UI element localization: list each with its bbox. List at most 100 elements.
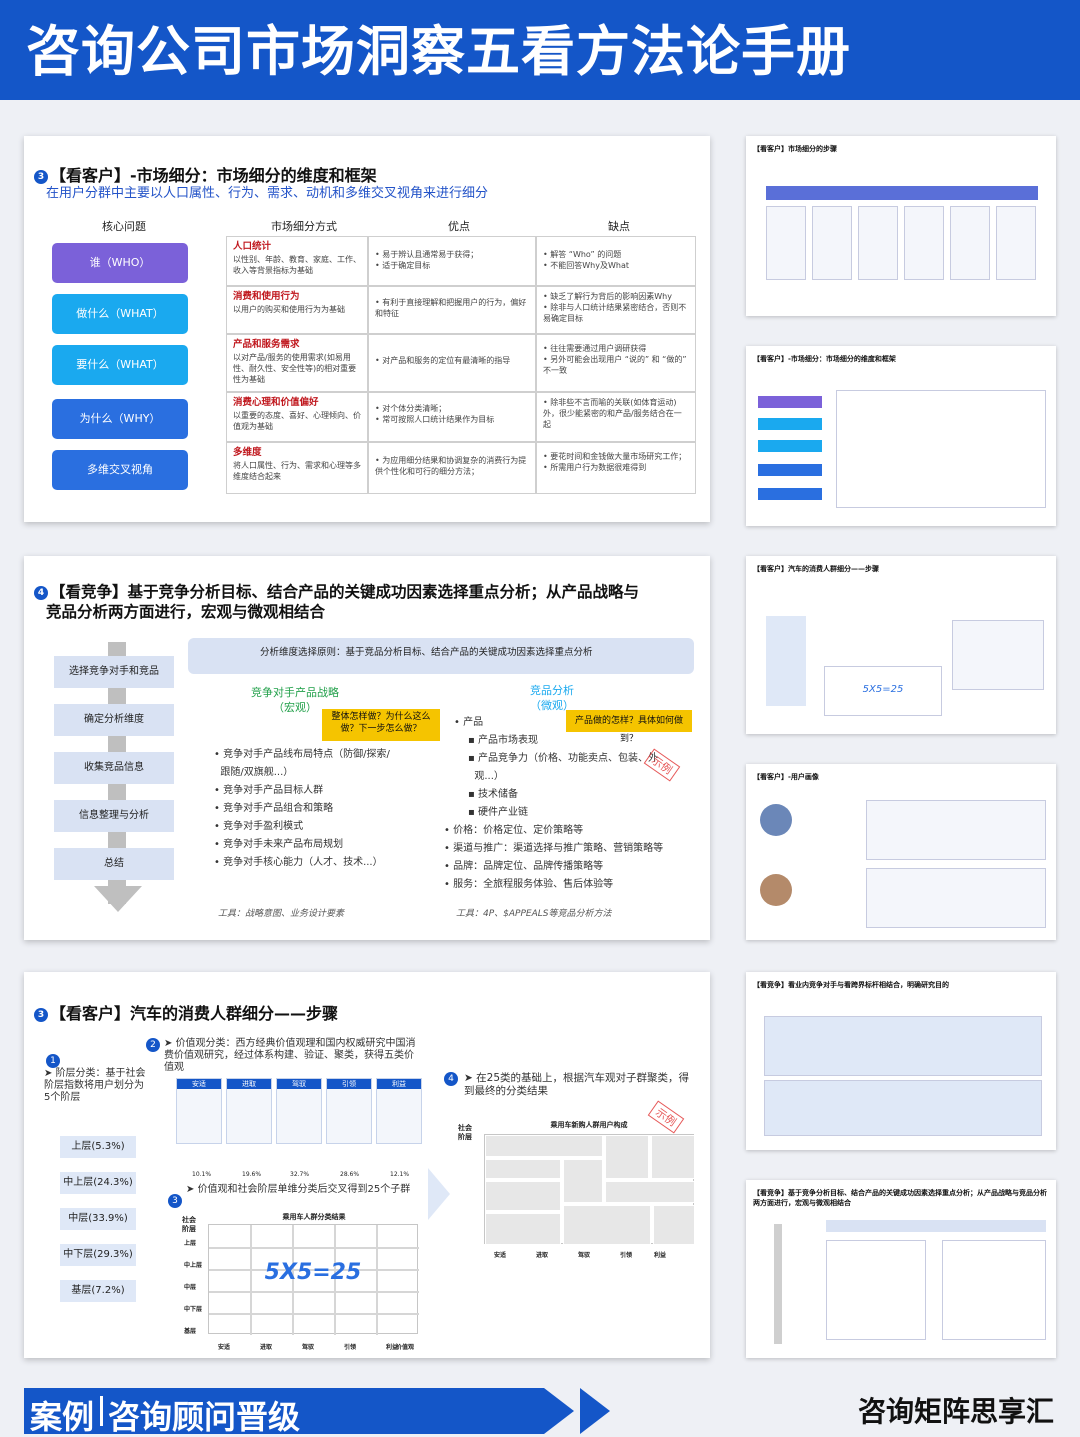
- table-cell-method: 人口统计以性别、年龄、教育、家庭、工作、收入等背景指标为基础: [226, 236, 368, 286]
- grid-label: 5X5=25: [264, 1260, 362, 1285]
- thumb-box: [904, 206, 944, 280]
- bottom-banner: 案例 咨询顾问晋级: [24, 1388, 544, 1436]
- left-sub: （宏观）: [273, 701, 317, 714]
- step2-text: ➤ 价值观分类：西方经典价值观理和国内权威研究中国消费价值观研究，经过体系构建、…: [164, 1038, 416, 1073]
- table-cell-method: 消费和使用行为以用户的购买和使用行为为基础: [226, 286, 368, 334]
- slide-car-segmentation: 3【看客户】汽车的消费人群细分——步骤 1 ➤ 阶层分类：基于社会阶层指数将用户…: [24, 972, 710, 1358]
- right-item: • 渠道与推广：渠道选择与推广策略、营销策略等: [444, 843, 664, 854]
- layer-upper: 上层(5.3%): [60, 1136, 136, 1158]
- slide-competition-analysis: 4【看竞争】基于竞争分析目标、结合产品的关键成功因素选择重点分析；从产品战略与 …: [24, 556, 710, 940]
- table-cell-method: 多维度将人口属性、行为、需求和心理等多维度结合起来: [226, 442, 368, 494]
- thumb-layers: [766, 616, 806, 706]
- layer-upper-middle: 中上层(24.3%): [60, 1172, 136, 1194]
- layer-lower-middle: 中下层(29.3%): [60, 1244, 136, 1266]
- thumb-persona-table: [866, 800, 1046, 860]
- table-cell-con: • 解答 “Who” 的问题 • 不能回答Why及What: [536, 236, 696, 286]
- slide2-badge: 4: [34, 585, 48, 600]
- thumb-competitor-benchmark: 【看竞争】看业内竞争对手与看跨界标杆相结合，明确研究目的: [746, 972, 1056, 1150]
- table-cell-pro: • 易于辨认且通常易于获得； • 适于确定目标: [368, 236, 536, 286]
- step1-text: ➤ 阶层分类：基于社会阶层指数将用户划分为5个阶层: [44, 1068, 146, 1103]
- chevron-icon: [544, 1388, 574, 1434]
- right-question-box: 产品做的怎样？具体如何做到？: [566, 710, 692, 744]
- thumb-col: [826, 1240, 926, 1340]
- right-item: • 价格：价格定位、定价策略等: [444, 825, 584, 836]
- persona-avatar: [760, 874, 792, 906]
- result-x-ticks: 安适 进取 驾驭 引领 利益: [494, 1252, 667, 1259]
- thumb-title: 【看客户】汽车的消费人群细分——步骤: [753, 565, 879, 573]
- result-cluster: [605, 1181, 695, 1203]
- thumb-title: 【看客户】-市场细分：市场细分的维度和框架: [753, 355, 896, 363]
- thumb-user-persona: 【看客户】-用户画像: [746, 764, 1056, 940]
- value-col-title: 利益: [377, 1079, 421, 1089]
- right-item: 观...）: [474, 771, 504, 782]
- right-item: • 服务：全旅程服务体验、售后体验等: [444, 879, 614, 890]
- y-ticks: 上层 中上层 中层 中下层 基层: [184, 1240, 203, 1335]
- example-stamp: 示例: [643, 748, 681, 782]
- slide-market-segmentation: 3【看客户】-市场细分：市场细分的维度和框架 在用户分群中主要以人口属性、行为、…: [24, 136, 710, 522]
- thumb-col: [942, 1240, 1046, 1340]
- value-col: 引领: [326, 1078, 372, 1144]
- thumb-title: 【看竞争】基于竞争分析目标、结合产品的关键成功因素选择重点分析；从产品战略与竞品…: [753, 1189, 1047, 1207]
- table-cell-con: • 要花时间和金钱做大量市场研究工作； • 所需用户行为数据很难得到: [536, 442, 696, 494]
- right-head: 竞品分析: [530, 684, 574, 697]
- step2-badge: 2: [146, 1038, 160, 1052]
- step4-badge: 4: [444, 1072, 458, 1086]
- table-cell-method: 产品和服务需求以对产品/服务的使用需求(如易用性、耐久性、安全性等)的相对重要性…: [226, 334, 368, 392]
- thumb-car-segment: 【看客户】汽车的消费人群细分——步骤 5X5=25: [746, 556, 1056, 734]
- thumb-segment-steps: 【看客户】市场细分的步骤: [746, 136, 1056, 316]
- slide1-subtitle: 在用户分群中主要以人口属性、行为、需求、动机和多维交叉视角来进行细分: [46, 186, 489, 201]
- value-col-title: 进取: [227, 1079, 271, 1089]
- result-cluster: [653, 1205, 695, 1245]
- persona-avatar: [760, 804, 792, 836]
- pill-what-do: 做什么（WHAT）: [52, 294, 188, 334]
- thumb-pill: [758, 488, 822, 500]
- result-cluster: [563, 1205, 651, 1245]
- thumb-steps-bar: [766, 186, 1038, 200]
- right-item: • 品牌：品牌定位、品牌传播策略等: [444, 861, 604, 872]
- col-core-question: 核心问题: [102, 220, 146, 233]
- axis-y-label: 社会阶层: [182, 1216, 196, 1233]
- thumb-segment-framework: 【看客户】-市场细分：市场细分的维度和框架: [746, 346, 1056, 526]
- table-cell-con: • 往往需要通过用户调研获得 • 另外可能会出现用户 “说的” 和 “做的” 不…: [536, 334, 696, 392]
- result-cluster: [485, 1135, 603, 1157]
- step-select-competitor: 选择竞争对手和竞品: [54, 656, 174, 688]
- pill-who: 谁（WHO）: [52, 243, 188, 283]
- value-col: 安适: [176, 1078, 222, 1144]
- col-pros: 优点: [448, 220, 470, 233]
- table-cell-pro: • 对产品和服务的定位有最清晰的指导: [368, 334, 536, 392]
- result-axis-y: 社会阶层: [458, 1124, 472, 1141]
- thumb-pill: [758, 418, 822, 430]
- result-cluster: [651, 1135, 695, 1179]
- slide3-title: 3【看客户】汽车的消费人群细分——步骤: [34, 1000, 338, 1024]
- slide1-title: 3【看客户】-市场细分：市场细分的维度和框架: [34, 162, 377, 186]
- thumb-box: [996, 206, 1036, 280]
- table-cell-pro: • 为应用细分结果和协调复杂的消费行为提供个性化和可行的细分方法；: [368, 442, 536, 494]
- grid-title: 乘用车人群分类结果: [282, 1213, 346, 1221]
- value-col-title: 安适: [177, 1079, 221, 1089]
- result-grid: [484, 1134, 695, 1245]
- footer-tag-case: 案例: [30, 1398, 95, 1436]
- step-determine-dimensions: 确定分析维度: [54, 704, 174, 736]
- step-organize-analyze: 信息整理与分析: [54, 800, 174, 832]
- value-col-title: 驾驭: [277, 1079, 321, 1089]
- left-item: • 竞争对手核心能力（人才、技术...）: [214, 857, 383, 868]
- right-item: • 产品: [454, 717, 484, 728]
- step-summary: 总结: [54, 848, 174, 880]
- table-cell-pro: • 有利于直接理解和把握用户的行为，偏好和特征: [368, 286, 536, 334]
- brand-name: 咨询矩阵思享汇: [857, 1395, 1054, 1428]
- thumb-pill: [758, 464, 822, 476]
- thumb-title: 【看竞争】看业内竞争对手与看跨界标杆相结合，明确研究目的: [753, 981, 949, 989]
- table-cell-pro: • 对个体分类清晰； • 常可按照人口统计结果作为目标: [368, 392, 536, 442]
- values-table: 安适 进取 驾驭 引领 利益: [176, 1078, 422, 1150]
- table-cell-con: • 除非些不言而喻的关联(如体育运动)外，很少能紧密的和产品/服务结合在一起: [536, 392, 696, 442]
- thumb-pill: [758, 440, 822, 452]
- right-item: ▪ 技术储备: [468, 789, 518, 800]
- thumb-grid: [824, 666, 942, 716]
- value-col-title: 引领: [327, 1079, 371, 1089]
- thumb-title: 【看客户】市场细分的步骤: [753, 145, 837, 153]
- right-item: ▪ 产品市场表现: [468, 735, 538, 746]
- table-cell-con: • 缺乏了解行为背后的影响因素Why • 除非与人口统计结果紧密结合，否则不易确…: [536, 286, 696, 334]
- step3-text: ➤ 价值观和社会阶层单维分类后交叉得到25个子群: [186, 1184, 411, 1195]
- step4-text: ➤ 在25类的基础上，根据汽车观对子群聚类，得到最终的分类结果: [464, 1072, 690, 1097]
- value-col: 进取: [226, 1078, 272, 1144]
